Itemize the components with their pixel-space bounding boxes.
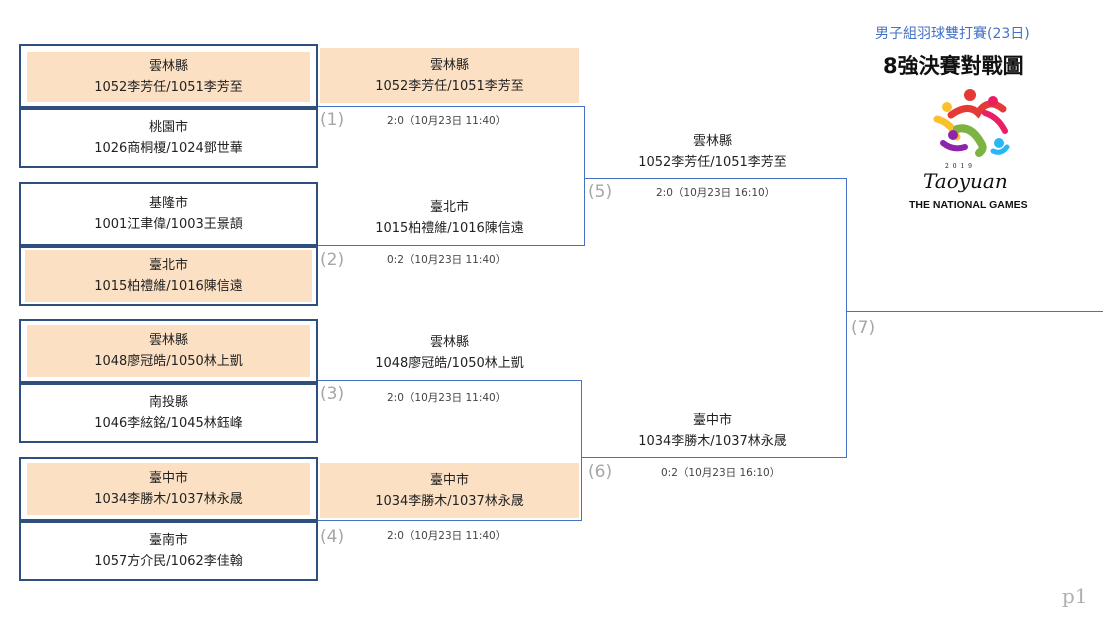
- team-players: 1015柏禮維/1016陳信遠: [94, 279, 243, 294]
- bracket-line: [584, 178, 847, 179]
- winner-highlight: 雲林縣 1052李芳任/1051李芳至: [27, 52, 310, 102]
- bracket-line: [318, 380, 582, 381]
- team-players: 1046李絃銘/1045林鈺峰: [94, 416, 243, 431]
- bracket-line: [846, 311, 1103, 312]
- winner-highlight: 臺北市 1015柏禮維/1016陳信遠: [25, 250, 312, 302]
- match-number: (3): [320, 384, 345, 404]
- match-number: (7): [851, 318, 876, 338]
- team-box-3: 基隆市 1001江聿偉/1003王景頡: [19, 182, 318, 246]
- team-players: 1052李芳任/1051李芳至: [375, 78, 524, 94]
- team-county: 臺中市: [429, 472, 469, 488]
- page-number: p1: [1062, 584, 1088, 608]
- team-players: 1034李勝木/1037林永晟: [375, 493, 524, 509]
- team-county: 臺中市: [692, 413, 732, 428]
- team-players: 1015柏禮維/1016陳信遠: [375, 221, 524, 236]
- bracket-line: [584, 106, 585, 246]
- team-players: 1034李勝木/1037林永晟: [94, 492, 243, 507]
- team-box-8: 臺南市 1057方介民/1062李佳翰: [19, 521, 318, 581]
- team-county: 基隆市: [148, 196, 188, 211]
- match-number: (5): [588, 182, 613, 202]
- winner-highlight: 臺中市 1034李勝木/1037林永晟: [27, 463, 310, 515]
- team-county: 臺南市: [148, 533, 188, 548]
- winner-highlight: 雲林縣 1052李芳任/1051李芳至: [320, 48, 579, 103]
- logo-name: Taoyuan: [923, 169, 1008, 193]
- team-box-2: 桃園市 1026商桐榎/1024鄧世華: [19, 108, 318, 168]
- team-county: 雲林縣: [692, 134, 732, 149]
- team-county: 臺中市: [148, 471, 188, 486]
- match-number: (6): [588, 462, 613, 482]
- team-players: 1052李芳任/1051李芳至: [638, 155, 787, 170]
- logo-figures-icon: [933, 89, 1010, 157]
- team-players: 1048廖冠皓/1050林上凱: [94, 354, 243, 369]
- team-county: 桃園市: [148, 120, 188, 135]
- match-number: (2): [320, 250, 345, 270]
- match-score: 0:2（10月23日 16:10）: [661, 467, 781, 479]
- bracket-line: [318, 520, 582, 521]
- semifinal-team-2: 臺中市 1034李勝木/1037林永晟: [585, 406, 840, 456]
- logo-caption: THE NATIONAL GAMES: [909, 199, 1028, 211]
- team-players: 1052李芳任/1051李芳至: [94, 80, 243, 95]
- team-box-6: 南投縣 1046李絃銘/1045林鈺峰: [19, 383, 318, 443]
- bracket-line: [581, 457, 847, 458]
- team-county: 雲林縣: [429, 57, 469, 73]
- team-box-7: 臺中市 1034李勝木/1037林永晟: [19, 457, 318, 521]
- team-players: 1001江聿偉/1003王景頡: [94, 217, 243, 232]
- semifinal-team-1: 雲林縣 1052李芳任/1051李芳至: [585, 127, 840, 177]
- match-score: 2:0（10月23日 16:10）: [656, 187, 776, 199]
- bracket-line: [581, 380, 582, 521]
- team-county: 南投縣: [148, 395, 188, 410]
- team-box-5: 雲林縣 1048廖冠皓/1050林上凱: [19, 319, 318, 383]
- team-players: 1026商桐榎/1024鄧世華: [94, 141, 243, 156]
- page-title: 8強決賽對戰圖: [883, 54, 1024, 78]
- match-number: (4): [320, 527, 345, 547]
- team-county: 臺北市: [148, 258, 188, 273]
- team-county: 雲林縣: [429, 335, 469, 350]
- team-players: 1048廖冠皓/1050林上凱: [375, 356, 524, 371]
- team-county: 雲林縣: [148, 333, 188, 348]
- bracket-line: [846, 178, 847, 458]
- match-score: 2:0（10月23日 11:40）: [387, 115, 507, 127]
- logo-year: 2 0 1 9: [945, 163, 973, 170]
- subtitle: 男子組羽球雙打賽(23日): [875, 26, 1030, 42]
- national-games-logo: 2 0 1 9 Taoyuan THE NATIONAL GAMES: [909, 85, 1035, 215]
- winner-highlight: 臺中市 1034李勝木/1037林永晟: [320, 463, 579, 518]
- match-score: 2:0（10月23日 11:40）: [387, 530, 507, 542]
- bracket-line: [318, 245, 585, 246]
- round2-team-3: 雲林縣 1048廖冠皓/1050林上凱: [320, 328, 579, 378]
- team-players: 1034李勝木/1037林永晟: [638, 434, 787, 449]
- round2-team-2: 臺北市 1015柏禮維/1016陳信遠: [320, 193, 579, 243]
- team-county: 雲林縣: [148, 59, 188, 74]
- team-box-1: 雲林縣 1052李芳任/1051李芳至: [19, 44, 318, 108]
- winner-highlight: 雲林縣 1048廖冠皓/1050林上凱: [27, 325, 310, 377]
- bracket-line: [318, 106, 585, 107]
- match-score: 0:2（10月23日 11:40）: [387, 254, 507, 266]
- match-score: 2:0（10月23日 11:40）: [387, 392, 507, 404]
- match-number: (1): [320, 110, 345, 130]
- team-box-4: 臺北市 1015柏禮維/1016陳信遠: [19, 246, 318, 306]
- team-players: 1057方介民/1062李佳翰: [94, 554, 243, 569]
- team-county: 臺北市: [429, 200, 469, 215]
